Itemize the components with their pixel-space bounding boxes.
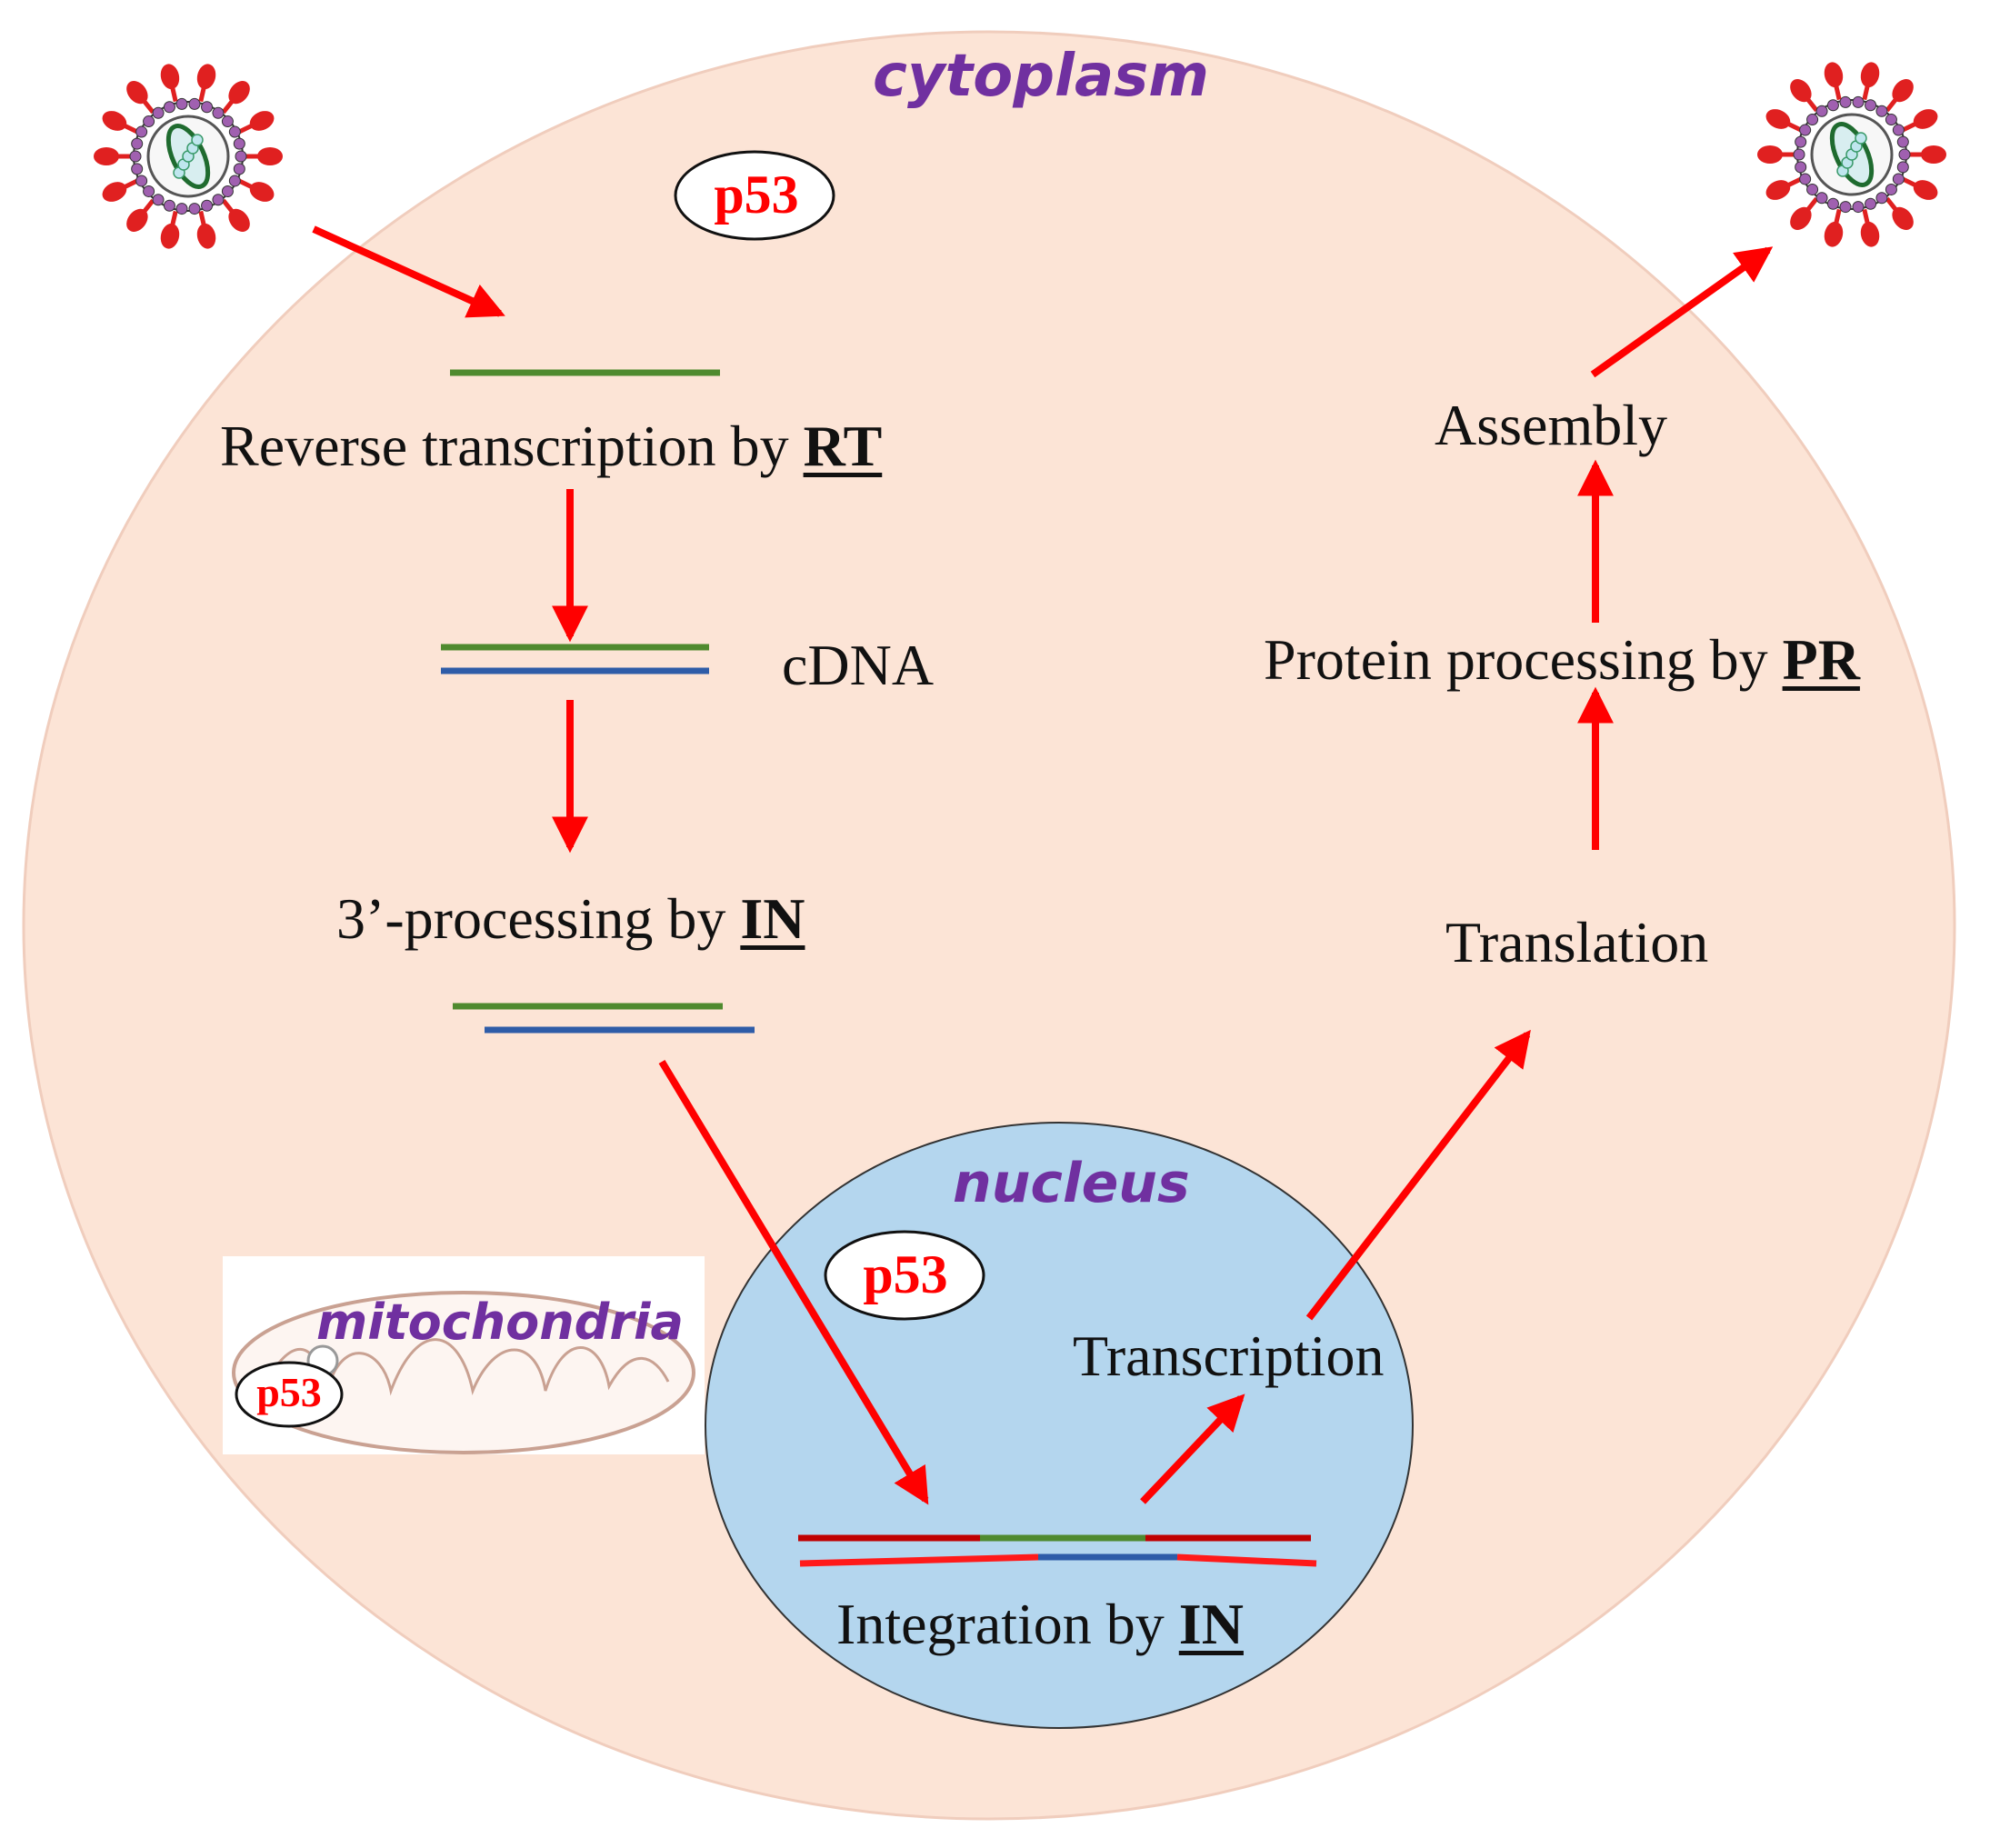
hiv-virion-icon [94,64,283,249]
p53-nucleus-label: p53 [863,1244,948,1304]
nucleus-label: nucleus [953,1152,1190,1215]
three-processing-text: 3’-processing by [336,886,741,951]
protein-processing-label: Protein processing by PR [1264,631,1860,689]
mitochondria-label: mitochondria [316,1294,684,1351]
integration-label: Integration by IN [836,1595,1244,1653]
reverse-transcription-label: Reverse transcription by RT [220,417,882,475]
arrow-to-translation [1305,1029,1531,1321]
arrow-entry [312,225,505,318]
p53-mitochondria-label: p53 [256,1369,322,1415]
arrow-release [1590,246,1774,378]
cdna-label: cDNA [782,633,935,697]
assembly-label: Assembly [1435,393,1667,457]
protein-processing-text: Protein processing by [1264,627,1783,692]
p53-nucleus-oval [824,1230,985,1321]
three-processing-label: 3’-processing by IN [336,890,805,948]
reverse-transcription-text: Reverse transcription by [220,414,804,478]
cytoplasm-label: cytoplasm [873,43,1209,110]
integrated-dna [798,1534,1317,1567]
p53-cytoplasm-label: p53 [714,165,799,225]
arrow-to-integration [658,1059,929,1505]
in-enzyme: IN [740,886,805,951]
in-enzyme-integration: IN [1178,1592,1244,1656]
hiv-virion-icon [1757,62,1946,247]
transcription-label: Transcription [1073,1324,1385,1388]
p53-cytoplasm-oval [674,150,835,241]
mitochondrion-icon [223,1256,705,1454]
integration-text: Integration by [836,1592,1179,1656]
rt-enzyme: RT [803,414,883,478]
arrow-to-transcription [1140,1393,1245,1504]
pr-enzyme: PR [1782,627,1860,692]
translation-label: Translation [1445,910,1709,974]
